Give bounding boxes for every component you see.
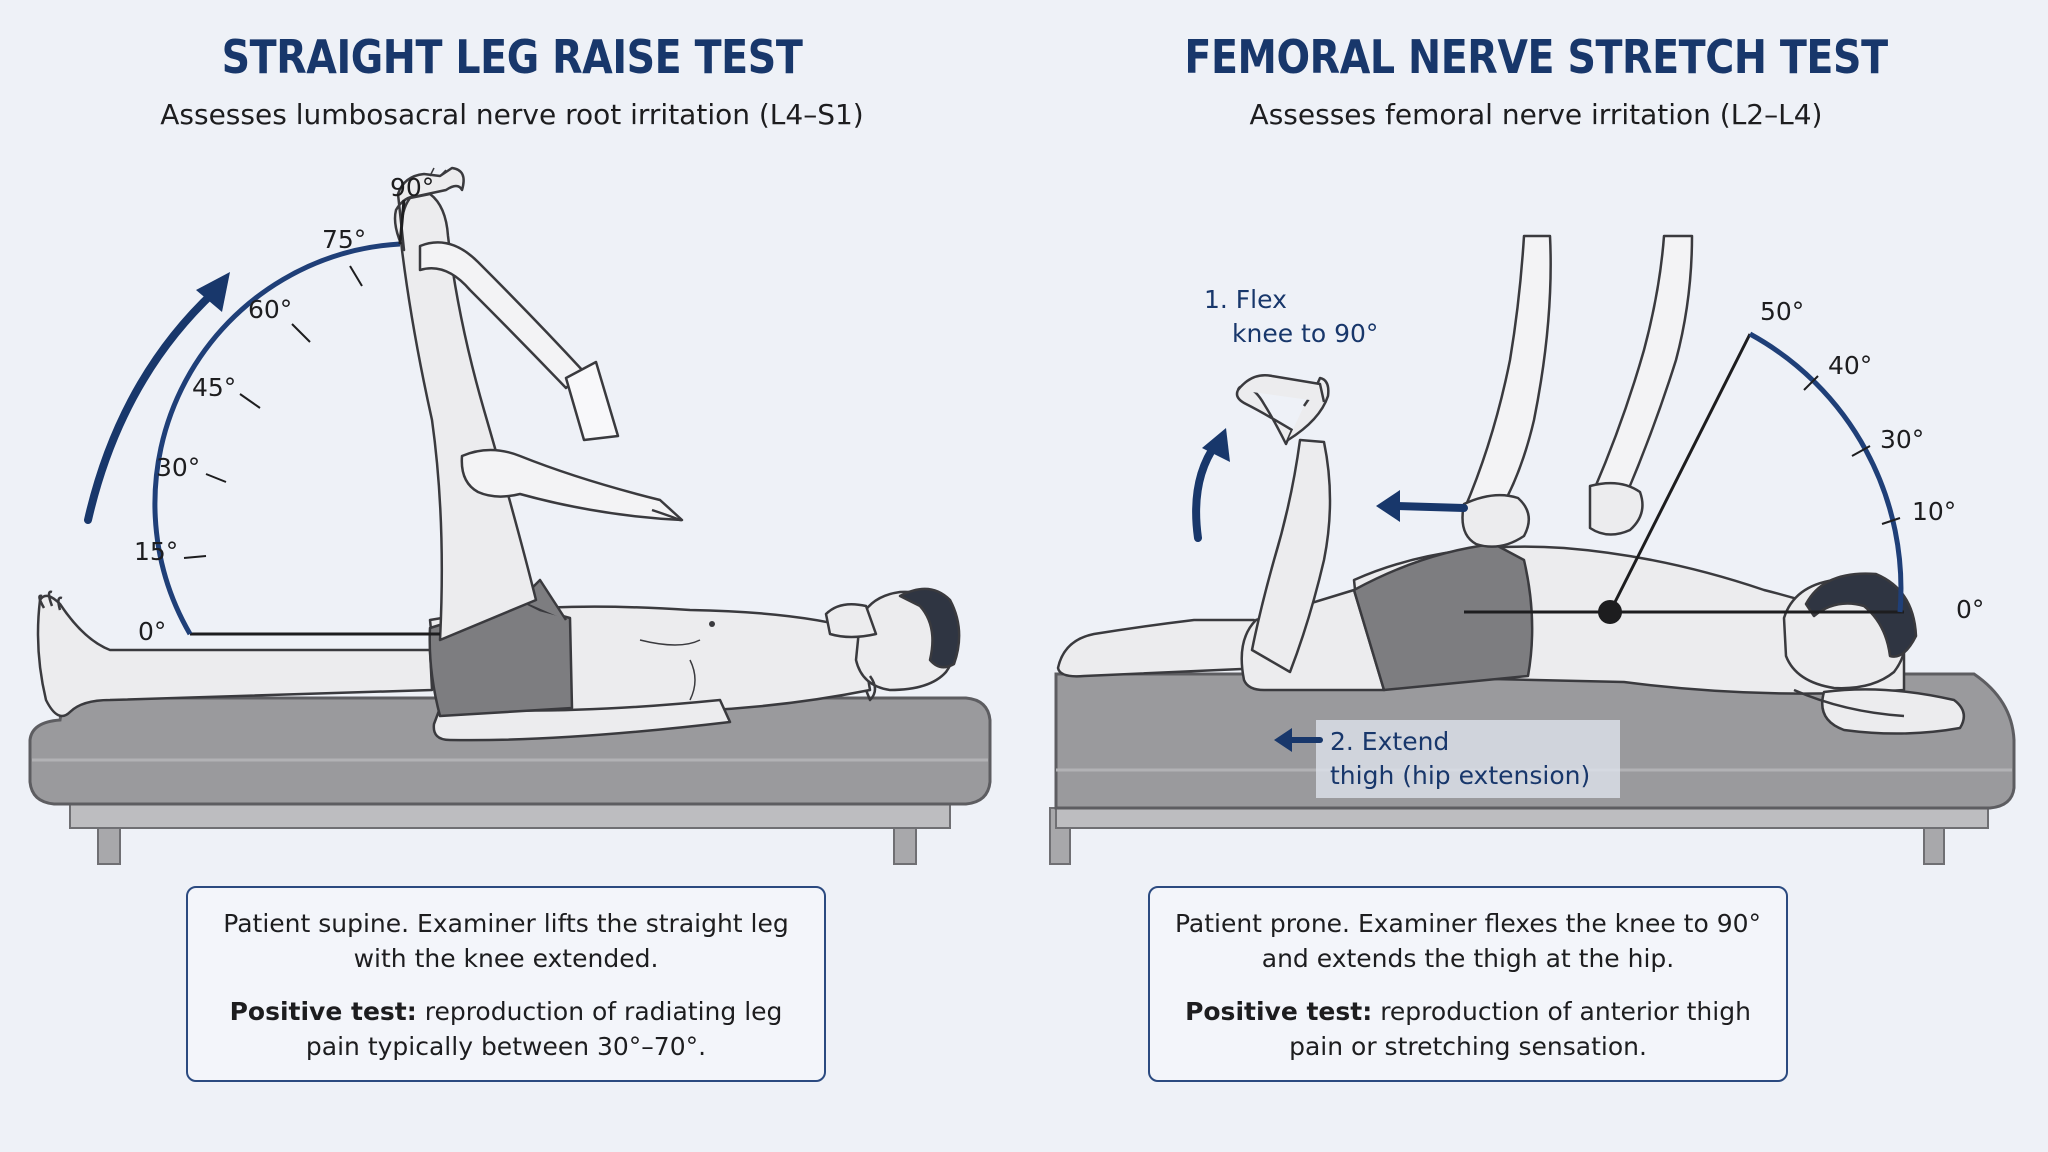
slr-patient-figure: [36, 166, 961, 742]
slr-angle-label-60: 60°: [248, 295, 292, 324]
curved-arrow-icon: [1192, 428, 1230, 542]
slr-angle-label-0: 0°: [138, 617, 166, 646]
fnst-angle-label-10: 10°: [1912, 497, 1956, 526]
fnst-positive-paragraph: Positive test: reproduction of anterior …: [1174, 994, 1762, 1064]
slr-angle-label-75: 75°: [322, 225, 366, 254]
fnst-positive-text: reproduction of anterior thigh pain or s…: [1289, 997, 1751, 1061]
fnst-step2-line1: 2. Extend: [1330, 727, 1449, 756]
left-arrow-icon: [1274, 728, 1323, 752]
slr-positive-label: Positive test:: [229, 997, 417, 1026]
fnst-angle-label-30: 30°: [1880, 425, 1924, 454]
slr-title: STRAIGHT LEG RAISE TEST: [221, 30, 803, 84]
fnst-title: FEMORAL NERVE STRETCH TEST: [1184, 30, 1888, 84]
fnst-illustration: 0° 10° 30° 40° 50° 1. Flex knee to 90° 2…: [1049, 234, 2016, 865]
fnst-step2-line2: thigh (hip extension): [1330, 761, 1590, 790]
slr-angle-label-45: 45°: [192, 373, 236, 402]
fnst-angle-label-50: 50°: [1760, 297, 1804, 326]
fnst-angle-label-0: 0°: [1956, 595, 1984, 624]
fnst-patient-figure: [1056, 374, 1966, 735]
fnst-subtitle: Assesses femoral nerve irritation (L2–L4…: [1249, 98, 1823, 131]
fnst-angle-label-40: 40°: [1828, 351, 1872, 380]
slr-panel: STRAIGHT LEG RAISE TEST Assesses lumbosa…: [28, 30, 992, 1082]
slr-illustration: 0° 15° 30° 45° 60° 75° 90°: [28, 166, 992, 865]
fnst-panel: FEMORAL NERVE STRETCH TEST Assesses femo…: [1024, 0, 2048, 1152]
fnst-description: Patient prone. Examiner flexes the knee …: [1174, 909, 1762, 973]
fnst-positive-label: Positive test:: [1185, 997, 1373, 1026]
slr-description: Patient supine. Examiner lifts the strai…: [223, 909, 789, 973]
slr-angle-label-30: 30°: [156, 453, 200, 482]
slr-angle-label-15: 15°: [134, 537, 178, 566]
slr-exam-table: [28, 696, 992, 865]
slr-positive-paragraph: Positive test: reproduction of radiating…: [212, 994, 800, 1064]
fnst-step1-line1: 1. Flex: [1204, 285, 1287, 314]
slr-angle-arc: 0° 15° 30° 45° 60° 75° 90°: [134, 173, 440, 646]
curved-arrow-icon: [84, 272, 230, 524]
fnst-angle-arc: 0° 10° 30° 40° 50°: [1464, 297, 1984, 624]
fnst-step1-line2: knee to 90°: [1232, 319, 1378, 348]
fnst-examiner-arms: [1461, 234, 1694, 548]
slr-angle-label-90: 90°: [390, 173, 434, 202]
slr-subtitle: Assesses lumbosacral nerve root irritati…: [160, 98, 864, 131]
fnst-description-box: Patient prone. Examiner flexes the knee …: [1148, 886, 1788, 1082]
left-arrow-icon: [1376, 490, 1468, 522]
slr-description-box: Patient supine. Examiner lifts the strai…: [186, 886, 826, 1082]
fnst-step2-box: [1316, 720, 1620, 798]
slr-examiner-arms: [418, 241, 684, 522]
slr-positive-text: reproduction of radiating leg pain typic…: [305, 997, 783, 1061]
